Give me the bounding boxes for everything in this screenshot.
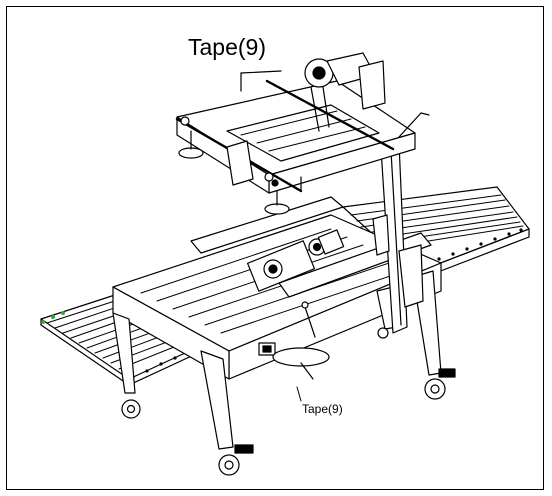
top-tape-label: Tape(9) <box>188 34 266 60</box>
bottom-tape-label: Tape(9) <box>302 402 343 416</box>
roller-end-caps <box>41 311 65 324</box>
lower-tape-head <box>246 229 345 292</box>
casters <box>121 327 456 476</box>
vertical-column <box>301 142 424 338</box>
diagram-frame <box>6 6 544 490</box>
bottom-label-leader <box>296 386 302 402</box>
bottom-tape-roll <box>272 347 330 367</box>
upper-head-assembly <box>175 52 430 215</box>
case-sealer-drawing <box>40 52 530 476</box>
